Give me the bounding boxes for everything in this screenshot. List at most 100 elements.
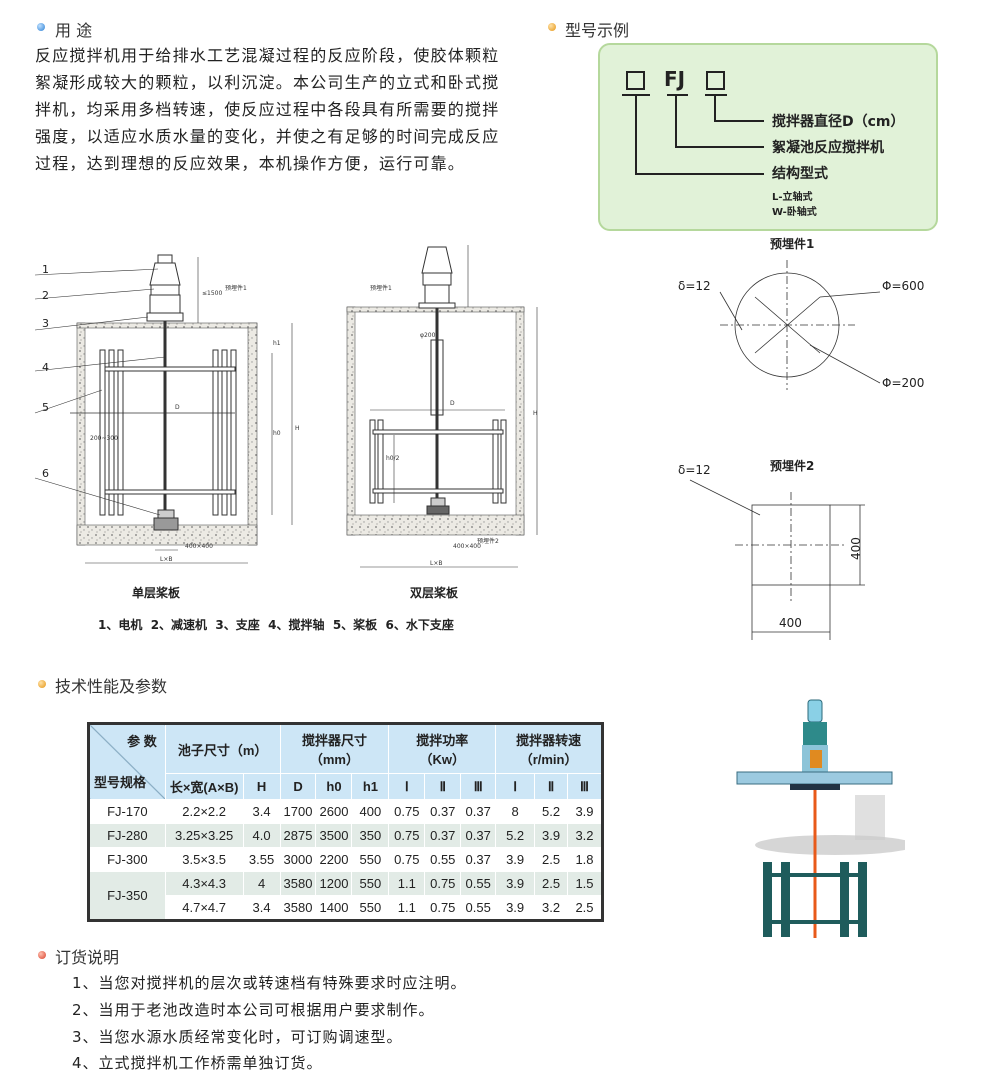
- table-cell: 2200: [315, 847, 353, 872]
- embed1-delta: δ=12: [678, 279, 711, 293]
- table-cell: 0.37: [460, 823, 497, 848]
- table-cell: 3.55: [242, 847, 281, 872]
- table-cell: 4.0: [242, 823, 281, 848]
- part-number: 5: [42, 401, 49, 414]
- subheader: Ⅰ: [388, 773, 426, 800]
- table-cell: 0.75: [388, 799, 426, 824]
- table-cell: 1.8: [566, 847, 604, 872]
- usage-heading: 用 途: [55, 21, 93, 40]
- table-cell: 550: [351, 847, 390, 872]
- embed2-width: 400: [779, 616, 802, 630]
- table-cell: 3000: [279, 847, 317, 872]
- model-label-type: 絮凝池反应搅拌机: [772, 140, 884, 156]
- single-layer-drawing: 1 2 3 4 5 6 D ≤1500 H h0 h1 200~300 L×B …: [34, 254, 300, 564]
- table-cell: 3.2: [534, 895, 568, 921]
- table-cell: 0.37: [460, 799, 497, 824]
- group-header: 搅拌器转速 （r/min）: [495, 723, 603, 774]
- parts-legend: 1、电机 2、减速机 3、支座 4、搅拌轴 5、桨板 6、水下支座: [98, 617, 454, 632]
- table-cell: 2.5: [534, 871, 568, 896]
- double-layer-drawing: D H φ200 h0/2 L×B 400×400 预埋件2 预埋件1: [346, 245, 538, 568]
- subheader: Ⅲ: [460, 773, 497, 800]
- model-leader-lines: [622, 94, 764, 175]
- usage-line: 絮凝形成较大的颗粒，以利沉淀。本公司生产的立式和卧式搅: [35, 73, 500, 92]
- table-cell: 3.9: [495, 847, 536, 872]
- mixer-product-photo: [736, 699, 905, 938]
- table-cell: 1200: [315, 871, 353, 896]
- specs-table: 参 数型号规格 池子尺寸（m） 搅拌器尺寸 （mm） 搅拌功率 （Kw） 搅拌器…: [87, 722, 604, 922]
- model-label-diameter: 搅拌器直径D（cm）: [772, 114, 905, 130]
- svg-text:h0: h0: [273, 430, 281, 437]
- order-item: 4、立式搅拌机工作桥需单独订货。: [72, 1054, 323, 1072]
- model-label-structure: 结构型式: [772, 166, 828, 182]
- group-header: 搅拌器尺寸 （mm）: [279, 723, 390, 774]
- table-cell: 3.4: [242, 895, 281, 921]
- table-cell: 0.37: [424, 799, 462, 824]
- table-cell: 0.37: [460, 847, 497, 872]
- embed1-title: 预埋件1: [770, 236, 814, 251]
- subheader: Ⅱ: [424, 773, 462, 800]
- subheader: h0: [315, 773, 353, 800]
- table-cell: 3500: [315, 823, 353, 848]
- model-heading: 型号示例: [565, 21, 630, 40]
- svg-text:预埋件1: 预埋件1: [225, 284, 247, 292]
- usage-paragraph: 反应搅拌机用于给排水工艺混凝过程的反应阶段，使胶体颗粒 絮凝形成较大的颗粒，以利…: [35, 42, 555, 177]
- usage-line: 反应搅拌机用于给排水工艺混凝过程的反应阶段，使胶体颗粒: [35, 46, 500, 65]
- table-cell: 0.75: [388, 823, 426, 848]
- table-cell: 8: [495, 799, 536, 824]
- svg-text:200~300: 200~300: [90, 435, 118, 442]
- placeholder-box: [706, 71, 725, 90]
- model-cell: FJ-170: [88, 799, 166, 824]
- table-cell: 3580: [279, 871, 317, 896]
- table-cell: 2.5: [534, 847, 568, 872]
- group-header: 搅拌功率 （Kw）: [388, 723, 497, 774]
- subheader: Ⅱ: [534, 773, 568, 800]
- table-cell: 0.55: [424, 847, 462, 872]
- table-cell: 1.5: [566, 871, 604, 896]
- group-header: 池子尺寸（m）: [164, 723, 281, 774]
- table-cell: 3.9: [566, 799, 604, 824]
- embed2-height: 400: [849, 537, 863, 560]
- svg-text:D: D: [175, 404, 180, 411]
- part-number: 2: [42, 289, 49, 302]
- svg-text:400×400: 400×400: [185, 543, 213, 550]
- order-item: 2、当用于老池改造时本公司可根据用户要求制作。: [72, 1001, 435, 1019]
- subheader: h1: [351, 773, 390, 800]
- model-diagram-box: FJ 搅拌器直径D（cm） 絮凝池反应搅拌机 结构型式 L-立轴式 W-卧轴式: [598, 43, 938, 231]
- table-cell: 2.5: [566, 895, 604, 921]
- bullet-icon: [38, 951, 46, 959]
- table-cell: 1.1: [388, 871, 426, 896]
- model-cell: FJ-280: [88, 823, 166, 848]
- table-cell: 0.55: [460, 895, 497, 921]
- bullet-icon: [548, 23, 556, 31]
- part-number: 6: [42, 467, 49, 480]
- order-heading: 订货说明: [55, 948, 120, 967]
- mixer-drawings: 1 2 3 4 5 6 D ≤1500 H h0 h1 200~300 L×B …: [34, 245, 538, 632]
- part-number: 3: [42, 317, 49, 330]
- usage-line: 拌机，均采用多档转速，使反应过程中各段具有所需要的搅拌: [35, 100, 500, 119]
- bullet-icon: [38, 680, 46, 688]
- model-type-w: W-卧轴式: [772, 207, 817, 218]
- embed2-delta: δ=12: [678, 463, 711, 477]
- placeholder-box: [626, 71, 645, 90]
- usage-line: 过程，达到理想的反应效果，本机操作方便，运行可靠。: [35, 154, 466, 173]
- table-cell: 350: [351, 823, 390, 848]
- table-cell: 1400: [315, 895, 353, 921]
- part-number: 4: [42, 361, 49, 374]
- table-cell: 550: [351, 895, 390, 921]
- embedded-parts-drawing: 预埋件1 预埋件2 δ=12 Φ=600 Φ=200 δ=12 400 400: [678, 236, 924, 640]
- table-cell: 2875: [279, 823, 317, 848]
- embed2-title: 预埋件2: [770, 458, 814, 473]
- table-cell: 0.37: [424, 823, 462, 848]
- svg-text:H: H: [295, 425, 300, 432]
- model-code: FJ: [664, 67, 686, 91]
- table-cell: 1.1: [388, 895, 426, 921]
- order-item: 1、当您对搅拌机的层次或转速档有特殊要求时应注明。: [72, 974, 467, 992]
- svg-text:≤1500: ≤1500: [202, 290, 222, 297]
- part-number: 1: [42, 263, 49, 276]
- svg-text:h1: h1: [273, 340, 281, 347]
